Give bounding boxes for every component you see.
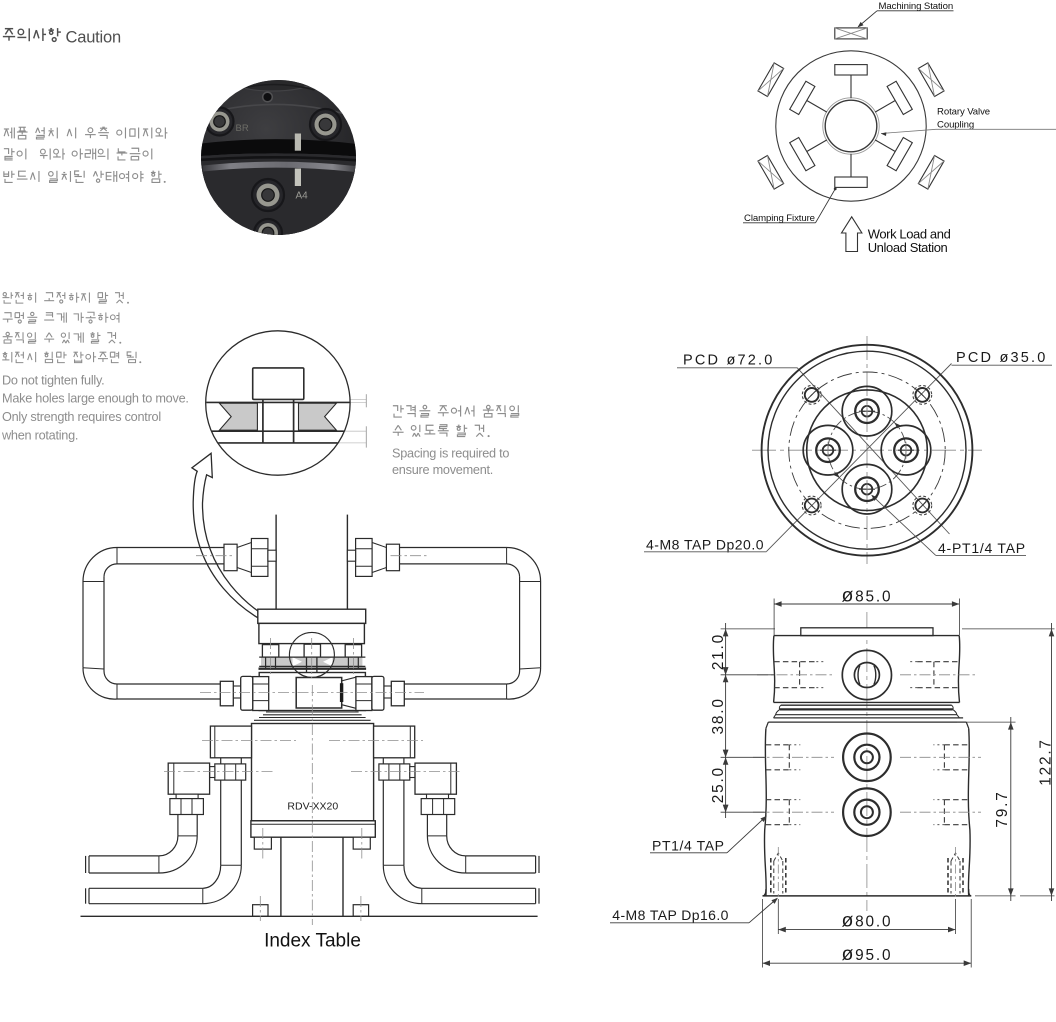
svg-text:25.0: 25.0 — [710, 766, 727, 803]
svg-text:A4: A4 — [296, 191, 309, 202]
svg-text:ensure movement.: ensure movement. — [392, 463, 493, 477]
svg-text:4-M8 TAP Dp20.0: 4-M8 TAP Dp20.0 — [646, 537, 764, 553]
svg-text:ø95.0: ø95.0 — [841, 943, 892, 965]
svg-text:ø85.0: ø85.0 — [841, 584, 892, 606]
svg-text:RDV-XX20: RDV-XX20 — [287, 801, 338, 813]
svg-text:79.7: 79.7 — [994, 790, 1011, 827]
svg-text:Rotary Valve: Rotary Valve — [937, 107, 990, 118]
svg-text:Unload Station: Unload Station — [868, 240, 948, 255]
svg-text:Work Load and: Work Load and — [868, 227, 951, 242]
svg-text:ø80.0: ø80.0 — [841, 909, 892, 931]
svg-text:21.0: 21.0 — [710, 633, 727, 670]
svg-text:Make holes large enough to mov: Make holes large enough to move. — [2, 392, 189, 406]
svg-text:Machining Station: Machining Station — [879, 1, 954, 12]
svg-text:122.7: 122.7 — [1038, 738, 1055, 786]
svg-text:38.0: 38.0 — [710, 697, 727, 734]
svg-text:4-PT1/4 TAP: 4-PT1/4 TAP — [938, 540, 1026, 556]
svg-text:PCD ø35.0: PCD ø35.0 — [956, 350, 1048, 366]
svg-text:4-M8 TAP Dp16.0: 4-M8 TAP Dp16.0 — [612, 907, 729, 923]
svg-text:Coupling: Coupling — [937, 120, 974, 131]
svg-text:Only strength requires control: Only strength requires control — [2, 410, 161, 424]
svg-text:Caution: Caution — [66, 29, 121, 47]
svg-text:BR: BR — [236, 123, 249, 134]
svg-text:Clamping Fixture: Clamping Fixture — [744, 213, 815, 224]
svg-text:Index Table: Index Table — [264, 931, 361, 952]
svg-text:PT1/4 TAP: PT1/4 TAP — [652, 838, 725, 854]
svg-text:PCD ø72.0: PCD ø72.0 — [683, 353, 775, 369]
svg-text:Do not tighten fully.: Do not tighten fully. — [2, 373, 104, 387]
svg-text:Spacing is required to: Spacing is required to — [392, 447, 509, 461]
svg-text:when rotating.: when rotating. — [1, 429, 78, 443]
